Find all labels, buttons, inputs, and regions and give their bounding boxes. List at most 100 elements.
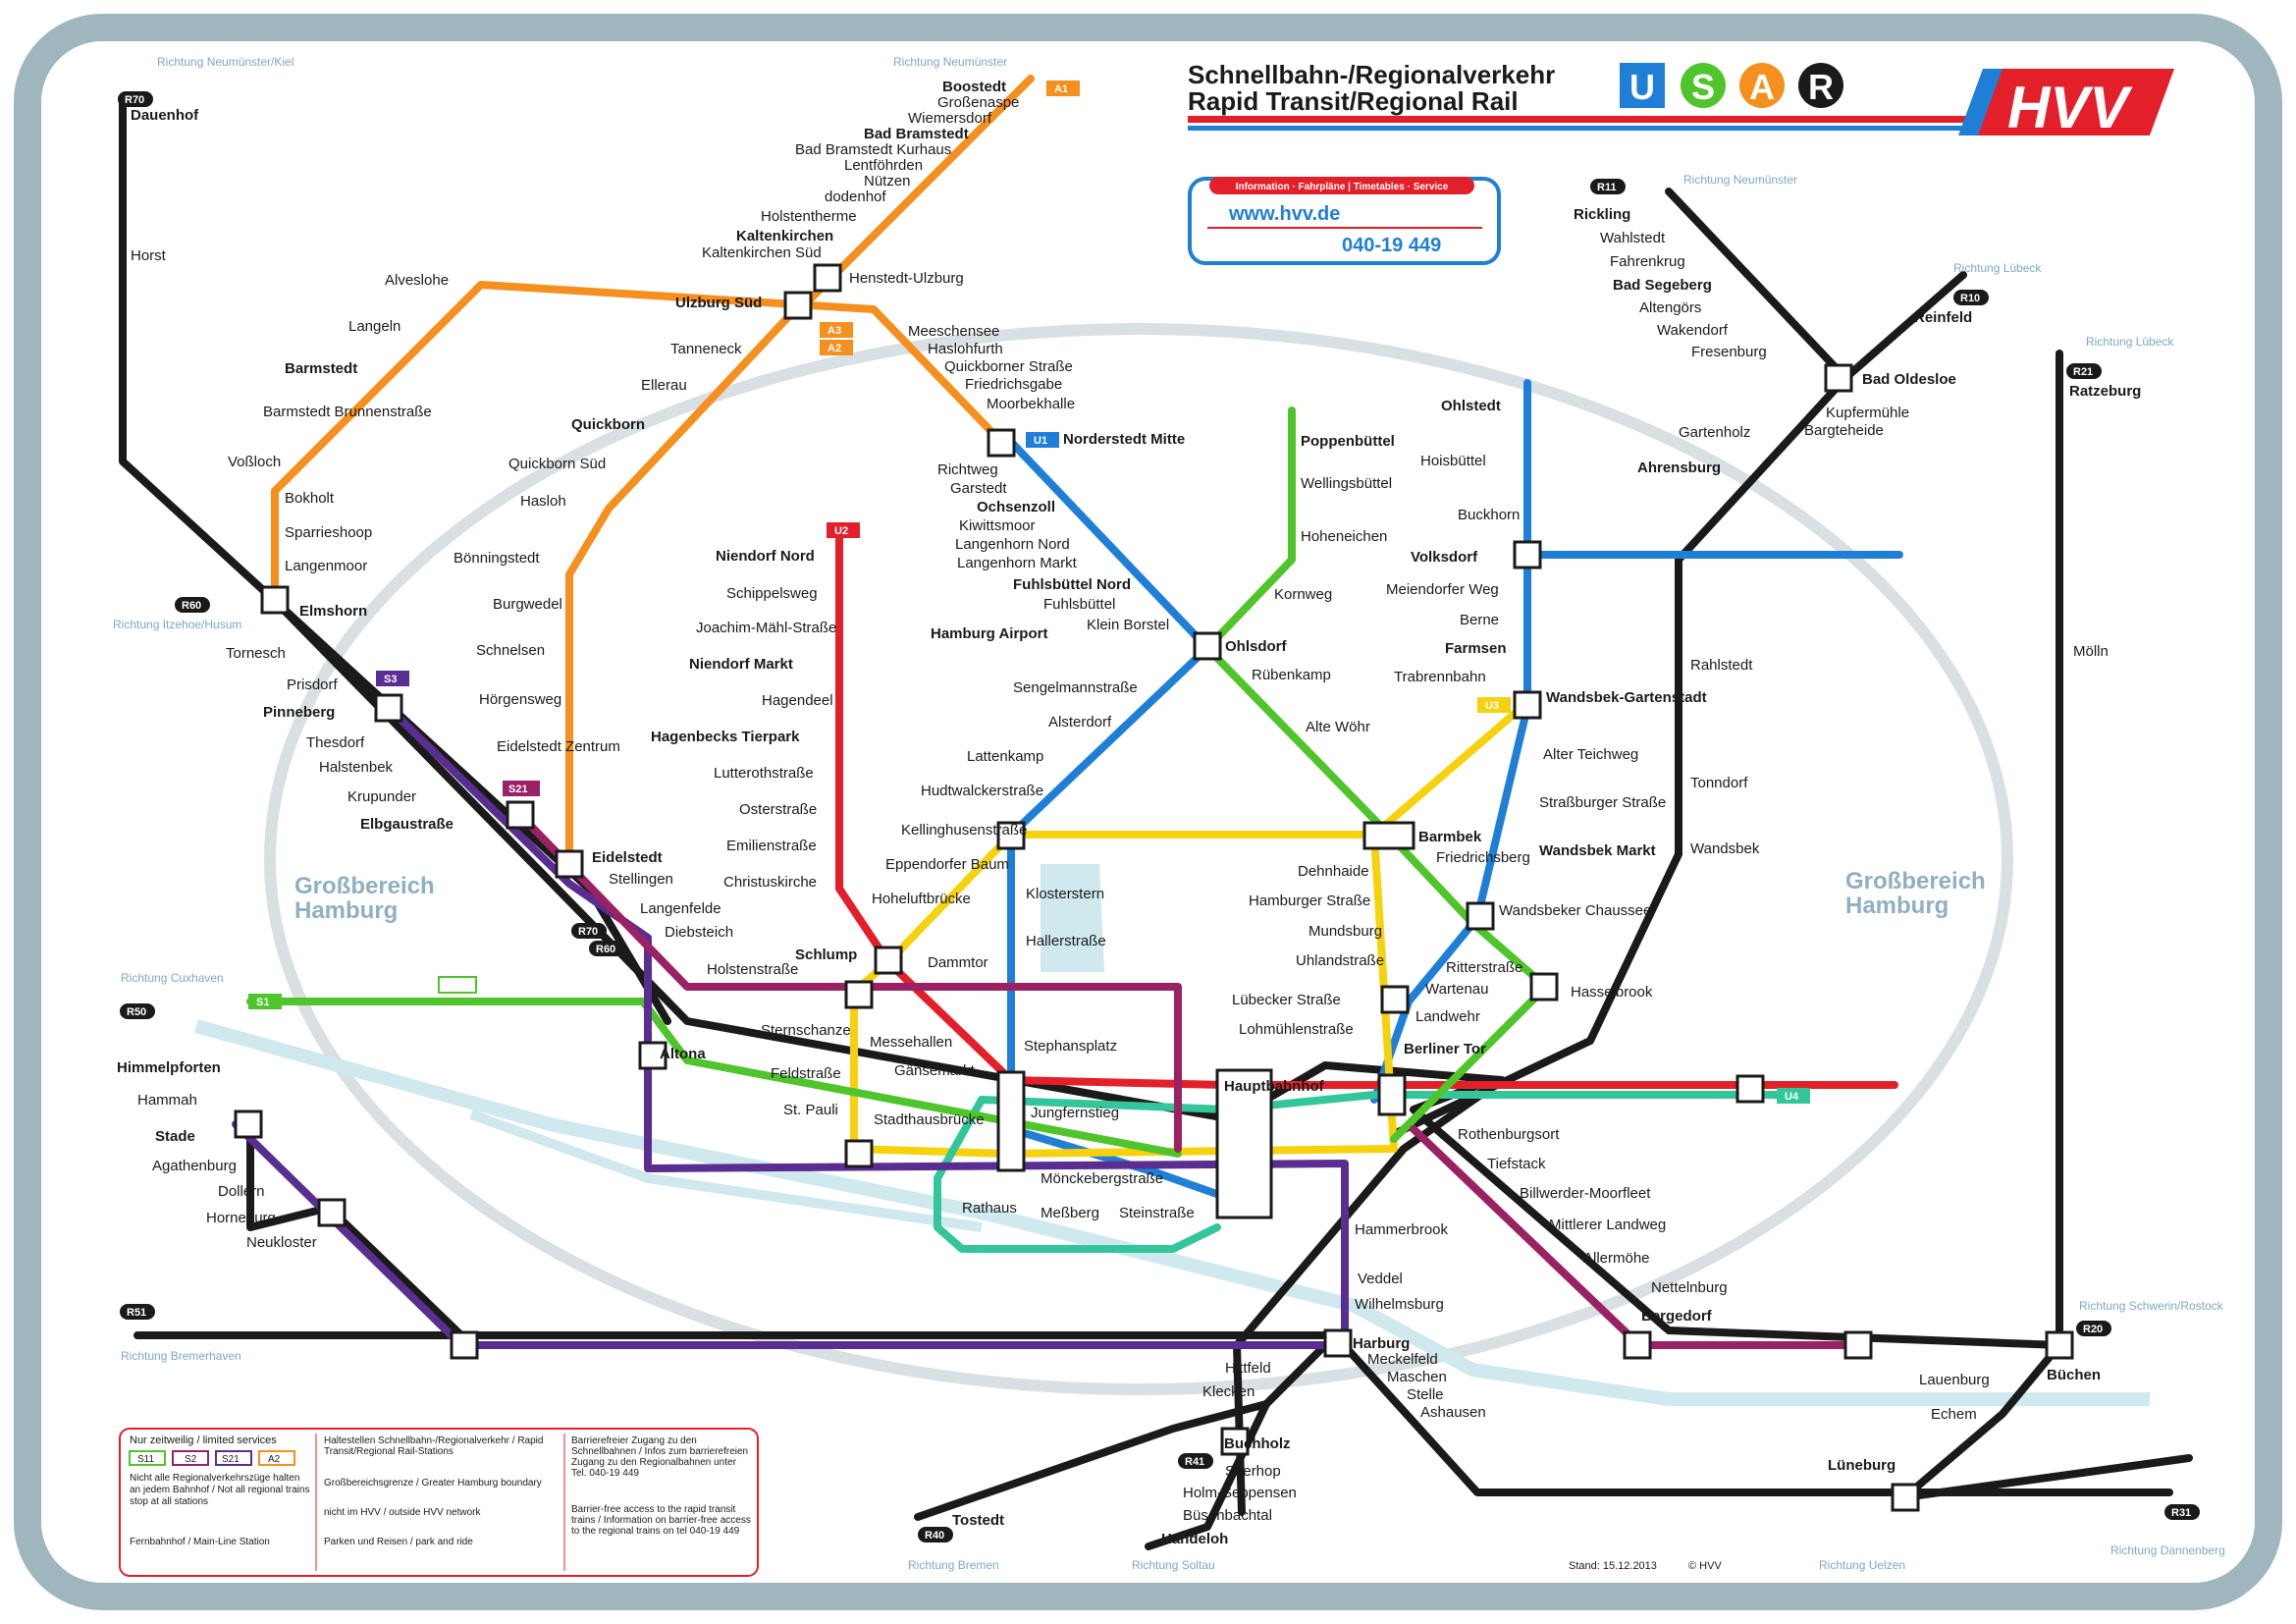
boundary-oval [264, 323, 2013, 1395]
label-header-mode_letters-3: R [1808, 67, 1834, 107]
label-labels-s3-8: Diebsteich [665, 924, 733, 941]
hvv-logo: HVV [2007, 75, 2133, 140]
label-legend-limited_badges-2: S21 [222, 1454, 240, 1465]
legend-mainline: Fernbahnhof / Main-Line Station [130, 1537, 270, 1547]
label-labels-u1n-1: Haslohfurth [928, 341, 1003, 357]
station-node-bad-oldesloe[interactable] [1824, 363, 1853, 393]
station-node-elbgaustrasse[interactable] [506, 800, 535, 830]
label-labels-u1e-10: Ritterstraße [1446, 959, 1522, 976]
label-labels-a1-10: Kaltenkirchen Süd [702, 244, 822, 261]
label-labels-a1-4: Bad Bramstedt Kurhaus [795, 141, 951, 158]
label-labels-u1n-14: Klein Borstel [1087, 617, 1169, 633]
zone-label-right-1: Großbereich [1845, 868, 1986, 894]
station-node-ulzburg-sued[interactable] [783, 291, 813, 320]
label-labels-u2-6: Lutterothstraße [714, 765, 814, 782]
label-labels-r-57: Maschen [1387, 1369, 1447, 1385]
label-labels-a3-3: Barmstedt Brunnenstraße [263, 404, 432, 420]
station-node-sternschanze[interactable] [844, 980, 874, 1009]
info-box[interactable]: Information · Fahrpläne | Timetables · S… [1188, 177, 1501, 265]
label-line_badges-11: R31 [2171, 1507, 2191, 1519]
station-node-wandsbek-gartenstadt[interactable] [1513, 690, 1542, 720]
line-badges: U1 U2 U3 U4 S1 S3 S21 S11 A1 A2 A3 R70 R… [118, 81, 2200, 1543]
label-labels-s21-4: Billwerder-Moorfleet [1520, 1185, 1651, 1202]
station-node-ohlsdorf[interactable] [1193, 631, 1222, 661]
station-node-berliner-tor[interactable] [1377, 1073, 1407, 1116]
label-labels-r-28: Wandsbek [1690, 840, 1760, 857]
station-node-barmbek[interactable] [1362, 821, 1415, 850]
station-node-norderstedt[interactable] [987, 428, 1016, 458]
label-labels-u3-2: Sternschanze [761, 1022, 851, 1039]
station-node-hasselbrook[interactable] [1529, 972, 1559, 1001]
station-node-altona[interactable] [638, 1041, 667, 1070]
legend-stops: Haltestellen Schnellbahn-/Regionalverkeh… [324, 1435, 544, 1457]
label-line_badges-22: A1 [1054, 83, 1068, 95]
station-node-elmshorn[interactable] [260, 585, 290, 615]
label-labels-s1-2: Hoheneichen [1301, 528, 1387, 545]
label-labels-s3-5: Eidelstedt [592, 849, 663, 866]
station-node-eidelstedt[interactable] [555, 849, 584, 879]
u-bahn-icon [1620, 63, 1665, 108]
station-node-hauptbahnhof[interactable] [1215, 1068, 1273, 1219]
label-labels-u1n-18: Lattenkamp [967, 748, 1043, 765]
station-node-henstedt-ulzburg[interactable] [813, 263, 842, 293]
station-node-pinneberg[interactable] [374, 693, 403, 723]
station-node-stadthausbruecke[interactable] [844, 1139, 874, 1168]
label-labels-r-19: Fresenburg [1691, 344, 1767, 360]
station-node-buechen[interactable] [2045, 1330, 2074, 1360]
regional-icon [1798, 63, 1843, 108]
station-node-schlump[interactable] [874, 946, 903, 975]
station-node-bergedorf[interactable] [1623, 1330, 1652, 1360]
label-labels-u2-5: Hagenbecks Tierpark [651, 729, 800, 745]
label-labels-u1n-3: Friedrichsgabe [965, 376, 1062, 393]
label-labels-u1e-11: Wartenau [1425, 981, 1488, 998]
label-legend-limited_title: Nur zeitweilig / limited services [130, 1435, 277, 1446]
station-node-buxtehude[interactable] [450, 1330, 479, 1360]
station-node-billstedt[interactable] [1735, 1074, 1765, 1104]
label-labels-u3-18: Lübecker Straße [1232, 992, 1341, 1008]
line-r51 [133, 1331, 2173, 1496]
label-labels-r-50: Büsenbachtal [1183, 1507, 1272, 1524]
label-labels-a2-4: Hasloh [520, 493, 566, 510]
station-node-horneburg[interactable] [317, 1198, 347, 1227]
label-labels-a1-0: Boostedt [942, 79, 1006, 95]
label-labels-r-16: Bad Segeberg [1613, 277, 1712, 294]
label-labels-u1n-2: Quickborner Straße [944, 358, 1073, 375]
label-labels-r-27: Tonndorf [1690, 775, 1748, 791]
station-node-volksdorf[interactable] [1513, 540, 1542, 569]
label-labels-u3-0: Eppendorfer Baum [885, 856, 1009, 873]
station-node-lueneburg[interactable] [1891, 1483, 1920, 1512]
station-node-wandsbeker-chaussee[interactable] [1466, 901, 1495, 931]
label-labels-u1n-4: Moorbekhalle [987, 396, 1075, 412]
label-labels-r-48: Suerhop [1225, 1463, 1281, 1480]
label-line_badges-23: A2 [828, 343, 841, 354]
station-node-harburg[interactable] [1323, 1328, 1353, 1358]
label-labels-r-55: Hittfeld [1225, 1360, 1271, 1377]
station-nodes [234, 263, 2074, 1512]
label-labels-r-58: Stelle [1407, 1386, 1444, 1403]
label-labels-s21-1: Nettelnburg [1651, 1279, 1728, 1296]
station-node-kellinghusenstrasse[interactable] [996, 821, 1026, 850]
label-labels-a1-5: Lentföhrden [844, 157, 923, 174]
label-directions-5: Richtung Itzehoe/Husum [113, 618, 241, 631]
info-banner: Information · Fahrpläne | Timetables · S… [1236, 182, 1449, 192]
label-labels-u1n-19: Hudtwalckerstraße [921, 783, 1043, 799]
label-labels-u1n-21: Klosterstern [1026, 886, 1104, 902]
label-labels-r-34: Lüneburg [1828, 1457, 1896, 1474]
label-labels-s3-6: Stellingen [609, 871, 673, 888]
station-node-buchholz[interactable] [1220, 1427, 1250, 1456]
line-u4 [934, 1091, 1790, 1253]
label-labels-u1e-4: Meiendorfer Weg [1386, 581, 1499, 598]
label-labels-u1e-13: Straßburger Straße [1539, 794, 1666, 811]
direction-labels: Richtung Neumünster/Kiel Richtung Neumün… [113, 55, 2225, 1572]
station-node-jungfernstieg[interactable] [996, 1070, 1026, 1172]
label-labels-s3-7: Langenfelde [640, 900, 721, 917]
station-node-luebecker-strasse[interactable] [1380, 985, 1410, 1014]
label-labels-s3-23: Veddel [1358, 1271, 1403, 1287]
station-node-stade[interactable] [234, 1110, 263, 1139]
label-labels-r-33: Echem [1931, 1406, 1977, 1423]
label-labels-s1-23: Dammtor [928, 954, 988, 971]
label-labels-r-15: Fahrenkrug [1610, 253, 1685, 270]
website-link[interactable]: www.hvv.de [1228, 203, 1340, 225]
station-node-aumuehle[interactable] [1843, 1330, 1873, 1360]
